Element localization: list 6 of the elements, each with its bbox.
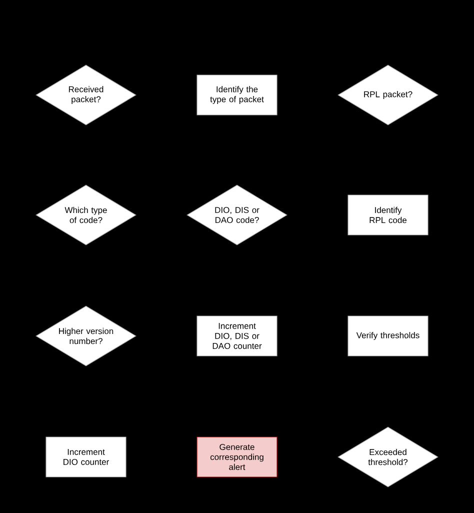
process-box: Identify RPL code	[348, 194, 428, 236]
process-box: Increment DIO counter	[46, 436, 126, 478]
process-box: Verify thresholds	[348, 316, 428, 356]
process-box: Generate corresponding alert	[196, 436, 278, 478]
process-box: Increment DIO, DIS or DAO counter	[196, 316, 278, 356]
process-box: Identify the type of packet	[196, 74, 278, 116]
